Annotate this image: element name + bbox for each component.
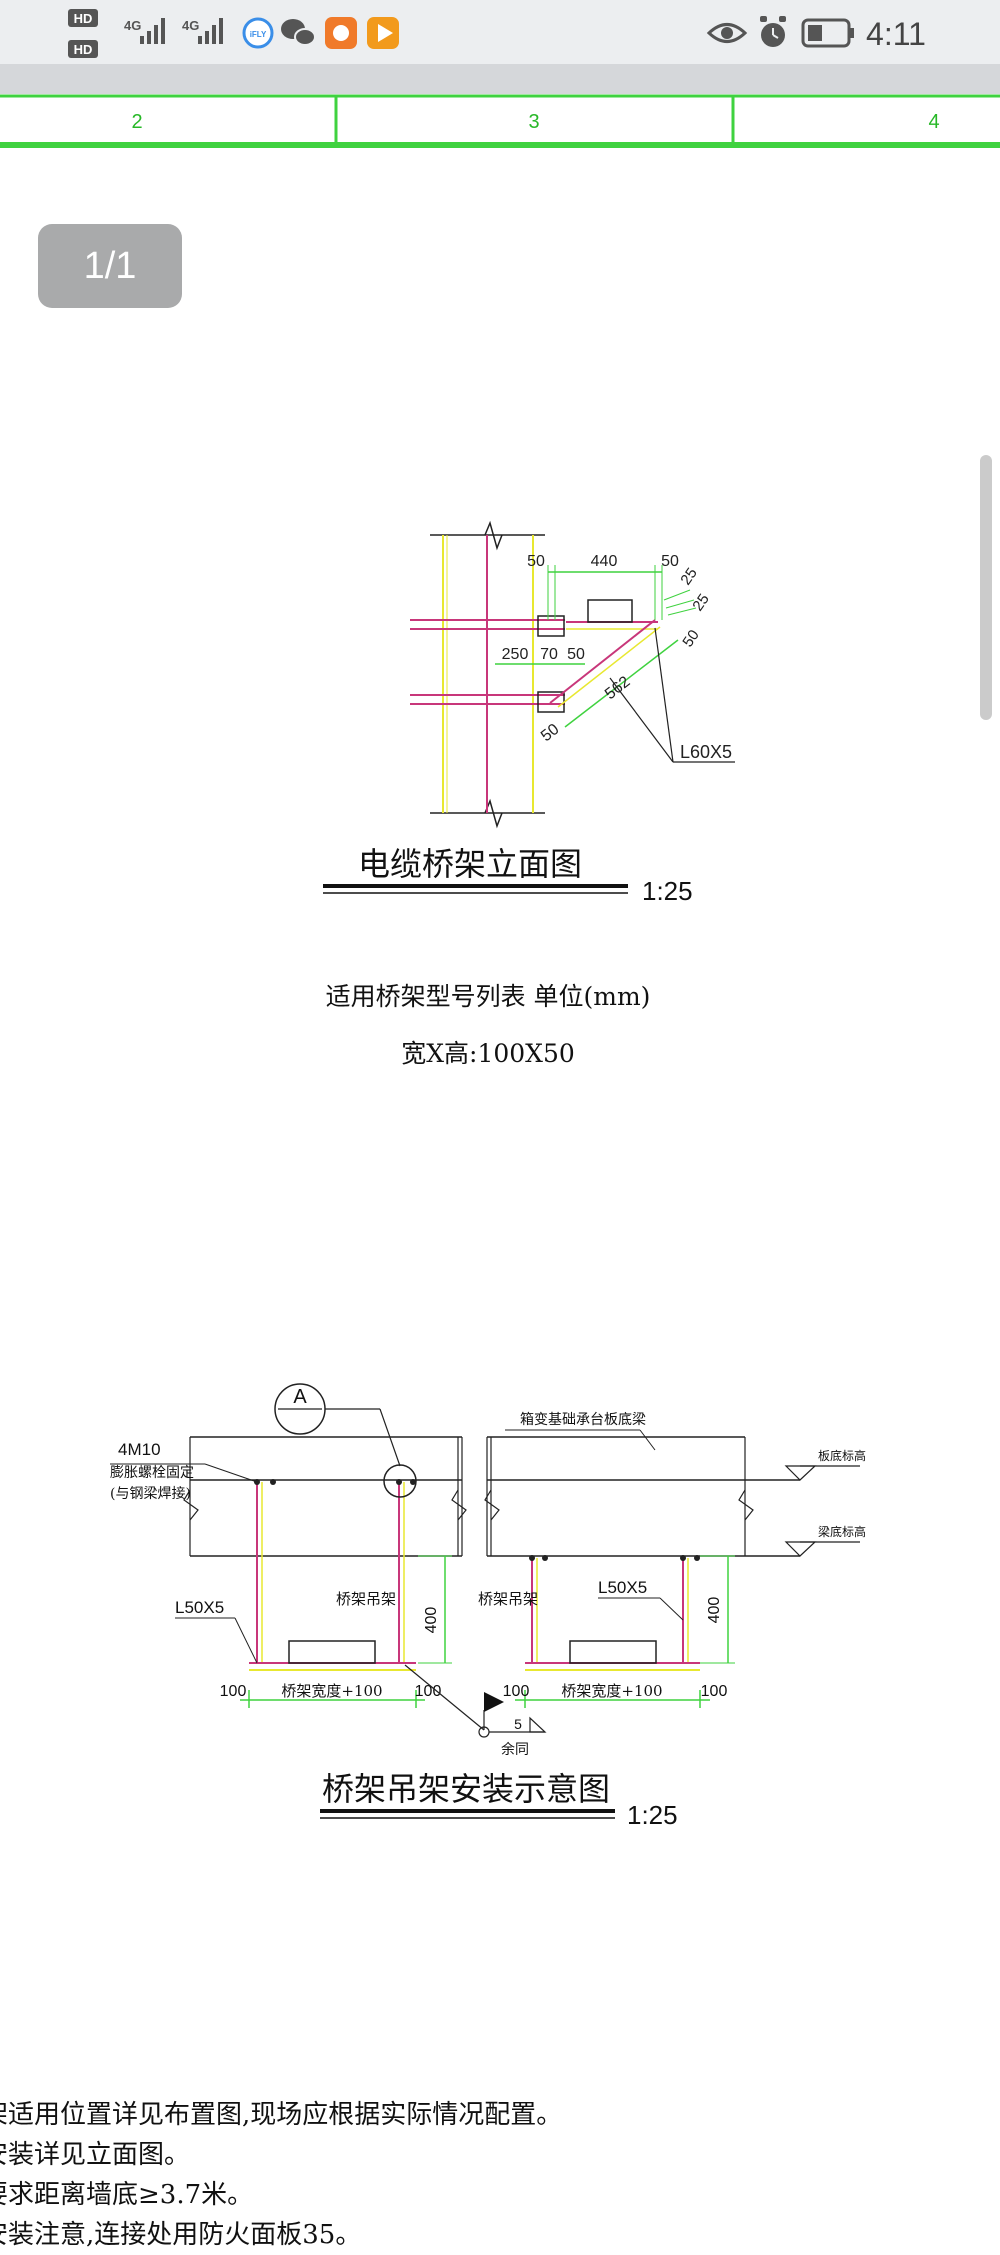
angle-label-left: L50X5 [175,1598,224,1617]
dim-50-left: 50 [527,553,545,570]
slab-elevation-label: 板底标高 [818,1448,866,1463]
signal-icon: 4G [124,18,165,44]
offset-left-2: 100 [415,1683,442,1700]
width-label-right: 桥架宽度+100 [561,1682,662,1700]
note-line-4: 安装注意,连接处用防火面板35。 [0,2220,362,2250]
page-counter: 1/1 [38,224,182,308]
battery-icon [801,18,854,48]
signal-icon: 4G [182,18,223,44]
hd-label-1: HD [74,11,93,26]
column-number-2: 2 [131,111,142,133]
hanger-label-right: 桥架吊架 [478,1590,538,1608]
network-type-1: 4G [124,18,141,33]
elevation-scale: 1:25 [642,876,693,906]
hanger-drawing-scale: 1:25 [627,1800,678,1830]
bolt-spec: 4M10 [118,1440,161,1459]
detail-marker-a: A [293,1386,307,1408]
anchor-note-2: (与钢梁焊接) [110,1485,191,1502]
beam-elevation-label: 梁底标高 [818,1524,866,1539]
hd-badge-2: HD [68,40,98,58]
drawing-notes: 架适用位置详见布置图,现场应根据实际情况配置。 安装详见立面图。 要求距离墙底≥… [0,2095,1000,2255]
column-number-3: 3 [528,111,539,133]
orange-app-icon [325,17,357,49]
height-dim-left: 400 [423,1607,440,1634]
network-type-2: 4G [182,18,199,33]
dim-250: 250 [502,646,529,663]
video-app-icon [367,17,399,49]
weld-size: 5 [514,1716,522,1732]
wechat-icon [281,19,316,46]
offset-right-1: 100 [503,1683,530,1700]
height-dim-right: 400 [706,1597,723,1624]
clock-time: 4:11 [866,16,926,52]
note-line-1: 架适用位置详见布置图,现场应根据实际情况配置。 [0,2100,563,2130]
hanger-label-left: 桥架吊架 [336,1590,396,1608]
note-line-2: 安装详见立面图。 [0,2140,191,2170]
weld-note: 余同 [501,1741,529,1758]
dim-25-a: 25 [677,565,700,588]
dim-50-right: 50 [661,553,679,570]
hd-badge-1: HD [68,9,98,27]
model-table-heading: 适用桥架型号列表 单位(mm) [326,982,651,1011]
alarm-icon [760,16,786,47]
member-label-l60x5: L60X5 [680,742,732,762]
ifly-app-icon: iFLY [242,17,274,49]
offset-left-1: 100 [220,1683,247,1700]
eye-icon [706,23,748,43]
dim-440: 440 [591,553,618,570]
cable-tray-elevation-drawing: 50 440 50 25 25 50 250 70 50 562 50 L60X… [323,520,735,906]
beam-note: 箱变基础承台板底梁 [520,1411,646,1428]
tray-model-table: 适用桥架型号列表 单位(mm) 宽X高:100X50 [326,982,651,1068]
anchor-note-1: 膨胀螺栓固定 [110,1464,194,1481]
scrollbar-thumb[interactable] [980,455,992,720]
status-bar: HD HD 4G 4G iFLY [0,0,1000,64]
model-table-size-row: 宽X高:100X50 [401,1039,575,1068]
column-number-4: 4 [928,111,939,133]
svg-text:iFLY: iFLY [250,30,267,39]
elevation-title: 电缆桥架立面图 [358,845,582,883]
hanger-drawing-title: 桥架吊架安装示意图 [322,1770,610,1808]
dim-50-mid: 50 [567,646,585,663]
tray-hanger-installation-drawing: 板底标高 梁底标高 A 4M10 膨胀螺栓固定 (与钢梁焊接) L50X5 桥架… [110,1383,866,1830]
dim-50-bottom: 50 [538,721,563,745]
dim-70: 70 [540,646,558,663]
dim-25-b: 25 [689,591,712,614]
note-line-3: 要求距离墙底≥3.7米。 [0,2180,254,2210]
sheet-column-header: 2 3 4 [0,94,1000,148]
angle-label-right: L50X5 [598,1578,647,1597]
width-label-left: 桥架宽度+100 [281,1682,382,1700]
toolbar-separator [0,64,1000,94]
hd-label-2: HD [74,42,93,57]
dim-50-diag: 50 [679,627,702,650]
offset-right-2: 100 [701,1683,728,1700]
